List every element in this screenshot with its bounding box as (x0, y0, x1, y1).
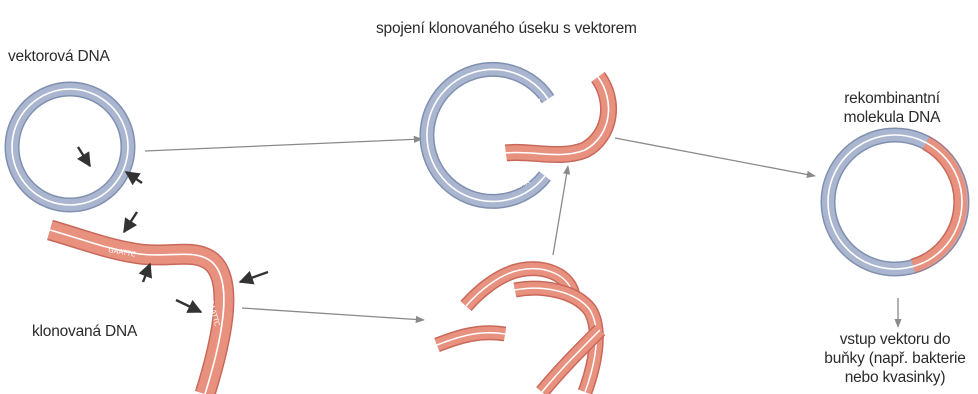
cloned-dna-strand: GAATTC GAATTC (50, 230, 224, 394)
svg-text:GAATTC: GAATTC (84, 148, 110, 172)
entry-label-line2: buňky (např. bakterie (812, 349, 978, 368)
recombinant-label-line1: rekombinantní (822, 89, 962, 108)
cloned-dna-label: klonovaná DNA (32, 322, 137, 341)
recombinant-label-line2: molekula DNA (822, 108, 962, 127)
vector-dna-label: vektorová DNA (8, 47, 110, 66)
entry-label: vstup vektoru do buňky (např. bakterie n… (812, 330, 978, 387)
recombinant-molecule (828, 135, 962, 269)
entry-label-line1: vstup vektoru do (812, 330, 978, 349)
entry-label-line3: nebo kvasinky) (812, 368, 978, 387)
cut-fragments (437, 269, 600, 392)
process-arrows (145, 138, 898, 327)
insert-top-fragments (506, 77, 609, 155)
joining-label: spojení klonovaného úseku s vektorem (376, 19, 637, 38)
vector-plasmid: GAATTC (12, 89, 128, 205)
recombinant-label: rekombinantní molekula DNA (822, 89, 962, 127)
opened-vector: TTAA TTAA (427, 69, 548, 201)
